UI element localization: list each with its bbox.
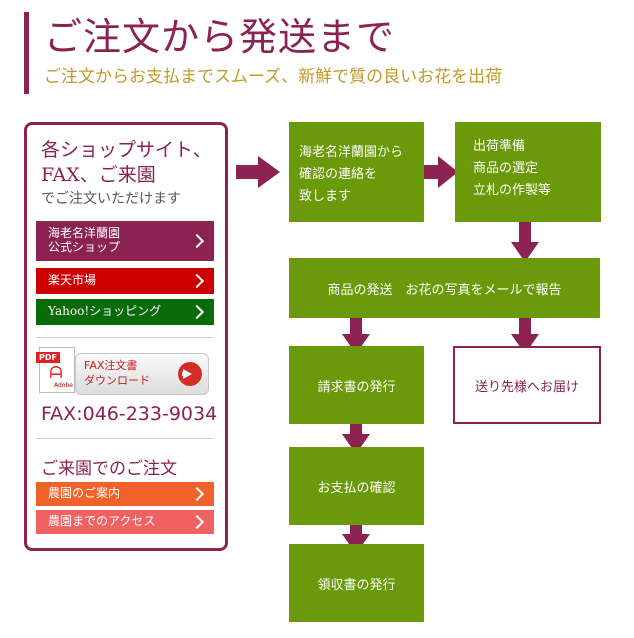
yahoo-shop-label: Yahoo!ショッピング bbox=[48, 304, 162, 319]
flow-step-receipt: 領収書の発行 bbox=[289, 544, 424, 622]
adobe-wordmark: Adobe bbox=[54, 382, 73, 389]
official-shop-label: 海老名洋蘭園 公式ショップ bbox=[48, 221, 120, 261]
flow-step-text: 出荷準備 bbox=[473, 139, 526, 154]
fax-download-label-line1: FAX注文書 bbox=[84, 359, 138, 372]
chevron-right-icon bbox=[189, 273, 205, 289]
official-shop-button[interactable]: 海老名洋蘭園 公式ショップ bbox=[36, 221, 214, 261]
panel-heading-line1: 各ショップサイト、 bbox=[41, 139, 212, 161]
chevron-right-icon bbox=[189, 233, 205, 249]
chevron-right-icon bbox=[189, 486, 205, 502]
fax-download-label: FAX注文書 ダウンロード bbox=[84, 358, 150, 388]
pdf-badge: PDF bbox=[36, 352, 60, 363]
chevron-right-icon bbox=[189, 304, 205, 320]
flow-step-text: 海老名洋蘭園から bbox=[299, 145, 404, 160]
yahoo-shop-button[interactable]: Yahoo!ショッピング bbox=[36, 299, 214, 325]
flow-step-text: 領収書の発行 bbox=[317, 577, 396, 593]
arrow-right-circle-icon bbox=[178, 362, 202, 386]
arrow-right-icon bbox=[236, 156, 280, 188]
flow-step-text: 商品の選定 bbox=[473, 161, 539, 176]
visit-order-heading: ご来園でのご注文 bbox=[41, 459, 177, 479]
farm-guide-button[interactable]: 農園のご案内 bbox=[36, 482, 214, 506]
official-shop-label-line2: 公式ショップ bbox=[48, 240, 121, 254]
flow-step-text: 請求書の発行 bbox=[317, 379, 396, 395]
chevron-right-icon bbox=[189, 514, 205, 530]
flow-step-text: 立札の作製等 bbox=[473, 183, 552, 198]
pdf-file-icon[interactable]: PDF ᗩ Adobe bbox=[36, 347, 75, 393]
fax-order-form-download-button[interactable]: FAX注文書 ダウンロード bbox=[75, 353, 209, 395]
flow-step-text: 致します bbox=[299, 189, 352, 204]
fax-download-label-line2: ダウンロード bbox=[84, 374, 150, 387]
page-subtitle: ご注文からお支払までスムーズ、新鮮で質の良いお花を出荷 bbox=[44, 67, 503, 87]
arrow-down-icon bbox=[511, 222, 539, 262]
adobe-logo-icon: ᗩ bbox=[49, 363, 63, 382]
fax-number: FAX:046-233-9034 bbox=[41, 403, 218, 425]
official-shop-label-line1: 海老名洋蘭園 bbox=[48, 226, 121, 241]
divider bbox=[36, 337, 214, 338]
panel-heading-line3: でご注文いただけます bbox=[41, 191, 181, 207]
arrow-down-icon bbox=[511, 312, 539, 354]
panel-heading-line2: FAX、ご来園 bbox=[41, 164, 156, 186]
divider bbox=[36, 438, 214, 439]
flow-step-invoice: 請求書の発行 bbox=[289, 346, 424, 424]
farm-access-label: 農園までのアクセス bbox=[48, 514, 156, 529]
farm-access-button[interactable]: 農園までのアクセス bbox=[36, 510, 214, 534]
arrow-down-icon bbox=[342, 414, 370, 454]
arrow-down-icon bbox=[342, 312, 370, 354]
order-methods-panel: 各ショップサイト、 FAX、ご来園 でご注文いただけます 海老名洋蘭園 公式ショ… bbox=[24, 122, 228, 551]
flow-step-shipping-report: 商品の発送 お花の写真をメールで報告 bbox=[289, 258, 600, 318]
header-accent-bar bbox=[24, 12, 29, 94]
flow-step-text: 確認の連絡を bbox=[299, 167, 378, 182]
flow-step-payment-confirmation: お支払の確認 bbox=[289, 447, 424, 525]
flow-step-shipping-preparation: 出荷準備 商品の選定 立札の作製等 bbox=[455, 122, 601, 222]
flow-step-confirmation-contact: 海老名洋蘭園から 確認の連絡を 致します bbox=[289, 122, 424, 222]
flow-step-text: お支払の確認 bbox=[317, 480, 396, 496]
page-title: ご注文から発送まで bbox=[44, 15, 396, 59]
rakuten-shop-button[interactable]: 楽天市場 bbox=[36, 268, 214, 294]
flow-step-delivery: 送り先様へお届け bbox=[453, 346, 601, 424]
arrow-right-icon bbox=[418, 156, 458, 188]
flow-step-text: 商品の発送 お花の写真をメールで報告 bbox=[327, 282, 562, 298]
farm-guide-label: 農園のご案内 bbox=[48, 486, 121, 501]
flow-step-text: 送り先様へお届け bbox=[474, 379, 579, 395]
rakuten-shop-label: 楽天市場 bbox=[48, 273, 97, 288]
